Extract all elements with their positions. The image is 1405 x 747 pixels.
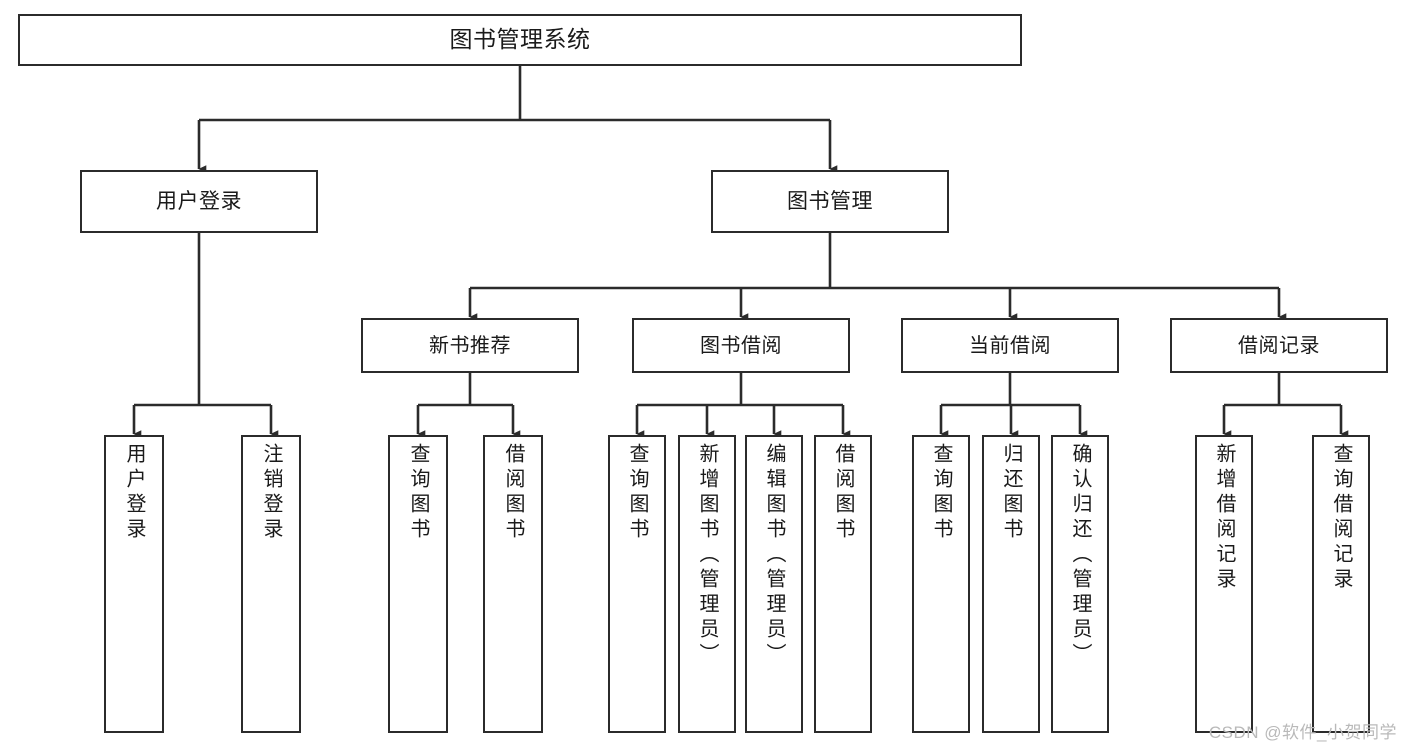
node-leaf-borrow-1[interactable]: 借阅图书 <box>483 435 543 733</box>
node-label-leaf-user-login: 用户登录 <box>123 443 145 543</box>
node-user-login[interactable]: 用户登录 <box>80 170 318 233</box>
node-leaf-edit-book[interactable]: 编辑图书（管理员） <box>745 435 803 733</box>
node-leaf-add-book[interactable]: 新增图书（管理员） <box>678 435 736 733</box>
node-book-manage[interactable]: 图书管理 <box>711 170 949 233</box>
node-label-leaf-query-2: 查询图书 <box>626 443 648 543</box>
node-label-leaf-return: 归还图书 <box>1000 443 1022 543</box>
node-label-root: 图书管理系统 <box>449 26 591 53</box>
node-label-leaf-add-book: 新增图书（管理员） <box>696 443 718 668</box>
node-leaf-borrow-2[interactable]: 借阅图书 <box>814 435 872 733</box>
node-borrow-record[interactable]: 借阅记录 <box>1170 318 1388 373</box>
node-current-borrow[interactable]: 当前借阅 <box>901 318 1119 373</box>
node-leaf-query-1[interactable]: 查询图书 <box>388 435 448 733</box>
node-label-user-login: 用户登录 <box>156 189 242 213</box>
node-label-current-borrow: 当前借阅 <box>969 334 1051 357</box>
node-root[interactable]: 图书管理系统 <box>18 14 1022 66</box>
node-label-leaf-query-3: 查询图书 <box>930 443 952 543</box>
node-label-leaf-borrow-2: 借阅图书 <box>832 443 854 543</box>
node-book-borrow[interactable]: 图书借阅 <box>632 318 850 373</box>
node-leaf-user-login[interactable]: 用户登录 <box>104 435 164 733</box>
node-label-leaf-query-1: 查询图书 <box>407 443 429 543</box>
node-label-leaf-confirm: 确认归还（管理员） <box>1069 443 1091 668</box>
node-label-leaf-query-rec: 查询借阅记录 <box>1330 443 1352 593</box>
node-leaf-query-rec[interactable]: 查询借阅记录 <box>1312 435 1370 733</box>
node-label-leaf-add-rec: 新增借阅记录 <box>1213 443 1235 593</box>
node-leaf-return[interactable]: 归还图书 <box>982 435 1040 733</box>
node-leaf-confirm[interactable]: 确认归还（管理员） <box>1051 435 1109 733</box>
node-label-new-book-rec: 新书推荐 <box>429 334 511 357</box>
node-leaf-query-2[interactable]: 查询图书 <box>608 435 666 733</box>
node-leaf-query-3[interactable]: 查询图书 <box>912 435 970 733</box>
node-label-leaf-edit-book: 编辑图书（管理员） <box>763 443 785 668</box>
node-leaf-logout[interactable]: 注销登录 <box>241 435 301 733</box>
node-leaf-add-rec[interactable]: 新增借阅记录 <box>1195 435 1253 733</box>
node-label-book-borrow: 图书借阅 <box>700 334 782 357</box>
node-label-book-manage: 图书管理 <box>787 189 873 213</box>
node-label-borrow-record: 借阅记录 <box>1238 334 1320 357</box>
node-label-leaf-borrow-1: 借阅图书 <box>502 443 524 543</box>
csdn-watermark: CSDN @软件_小贺同学 <box>1208 723 1397 742</box>
edges-group <box>132 66 1349 438</box>
node-new-book-rec[interactable]: 新书推荐 <box>361 318 579 373</box>
node-label-leaf-logout: 注销登录 <box>260 443 282 543</box>
